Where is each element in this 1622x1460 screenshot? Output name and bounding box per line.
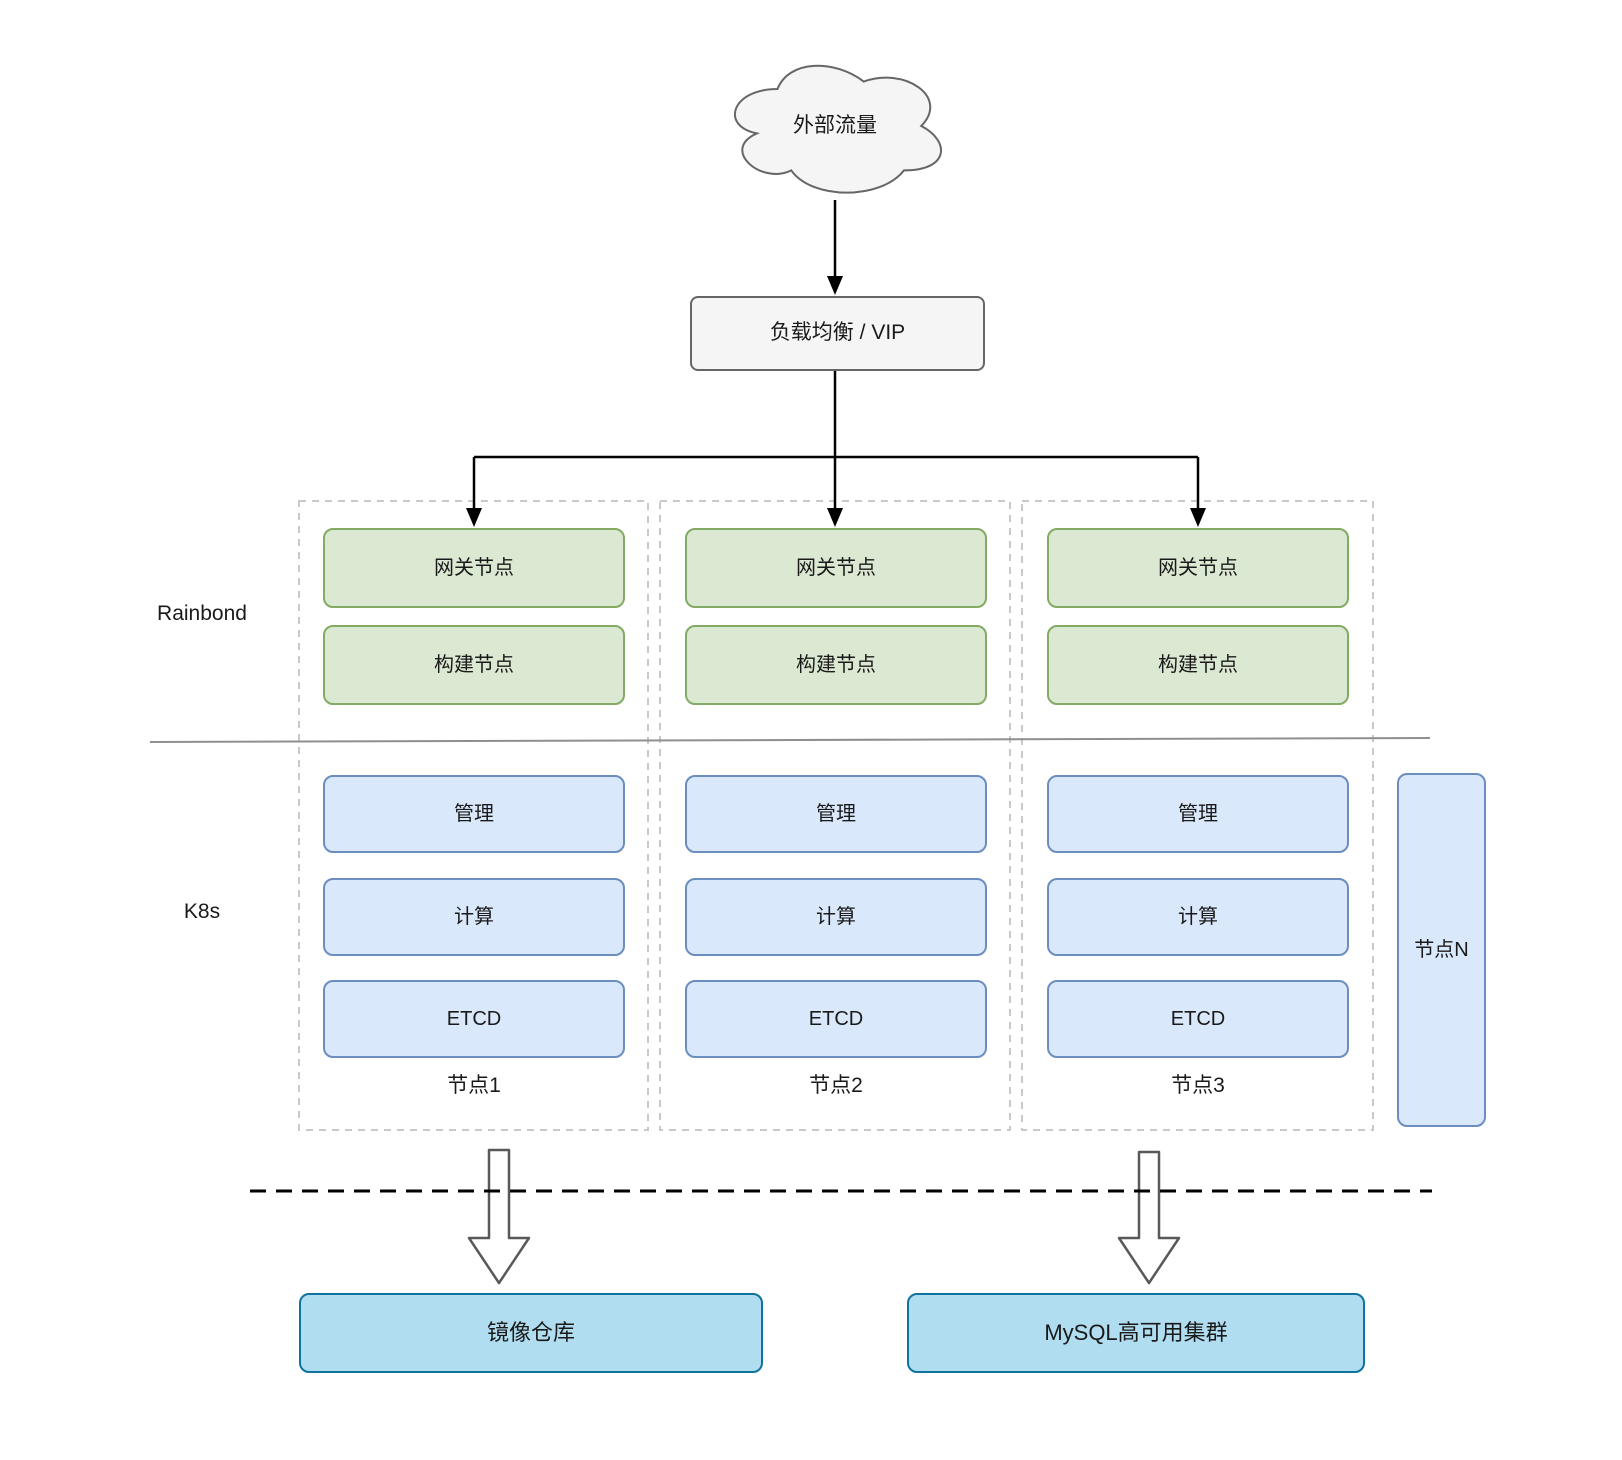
node2-title-label: 节点2: [809, 1073, 863, 1097]
load-balancer-label: 负载均衡 / VIP: [769, 321, 906, 345]
big-arrow-to-registry: [467, 1148, 531, 1285]
node1-build-label: 构建节点: [434, 653, 514, 676]
nodeN-box: 节点N: [1397, 773, 1486, 1127]
node2-gateway-label: 网关节点: [796, 556, 876, 579]
node2-manage-box: 管理: [685, 775, 987, 853]
image-registry-box: 镜像仓库: [299, 1293, 763, 1373]
connector-lines: [466, 200, 1206, 527]
node1-manage-label: 管理: [454, 802, 494, 825]
mysql-cluster-label: MySQL高可用集群: [1044, 1320, 1228, 1346]
node3-compute-box: 计算: [1047, 878, 1349, 956]
node1-gateway-box: 网关节点: [323, 528, 625, 608]
node3-gateway-box: 网关节点: [1047, 528, 1349, 608]
cloud-label: 外部流量: [793, 113, 877, 137]
node1-arrowhead: [466, 508, 482, 527]
node3-etcd-box: ETCD: [1047, 980, 1349, 1058]
node1-etcd-box: ETCD: [323, 980, 625, 1058]
node3-arrowhead: [1190, 508, 1206, 527]
node1-compute-box: 计算: [323, 878, 625, 956]
nodeN-label: 节点N: [1414, 938, 1469, 961]
node3-build-label: 构建节点: [1158, 653, 1238, 676]
node3-gateway-label: 网关节点: [1158, 556, 1238, 579]
node3-manage-label: 管理: [1178, 802, 1218, 825]
node3-build-box: 构建节点: [1047, 625, 1349, 705]
node2-arrowhead: [827, 508, 843, 527]
node2-etcd-box: ETCD: [685, 980, 987, 1058]
node2-compute-label: 计算: [816, 905, 856, 928]
node3-compute-label: 计算: [1178, 905, 1218, 928]
node2-manage-label: 管理: [816, 802, 856, 825]
node2-build-box: 构建节点: [685, 625, 987, 705]
node3-title-label: 节点3: [1171, 1073, 1225, 1097]
node1-build-box: 构建节点: [323, 625, 625, 705]
section-divider-line: [149, 737, 1431, 743]
node3-manage-box: 管理: [1047, 775, 1349, 853]
node2-gateway-box: 网关节点: [685, 528, 987, 608]
node1-compute-label: 计算: [454, 905, 494, 928]
node1-title-label: 节点1: [447, 1073, 501, 1097]
rainbond-section-label: Rainbond: [157, 601, 247, 625]
mysql-cluster-box: MySQL高可用集群: [907, 1293, 1365, 1373]
node1-gateway-label: 网关节点: [434, 556, 514, 579]
node2-build-label: 构建节点: [796, 653, 876, 676]
cloud-to-lb-arrowhead: [827, 276, 843, 295]
load-balancer-box: 负载均衡 / VIP: [690, 296, 985, 371]
k8s-section-label: K8s: [183, 899, 221, 923]
node1-manage-box: 管理: [323, 775, 625, 853]
big-arrow-to-mysql: [1117, 1150, 1181, 1285]
node2-etcd-label: ETCD: [808, 1007, 864, 1030]
node2-compute-box: 计算: [685, 878, 987, 956]
cloud-shape: [733, 64, 943, 194]
node1-etcd-label: ETCD: [446, 1007, 502, 1030]
node3-etcd-label: ETCD: [1170, 1007, 1226, 1030]
image-registry-label: 镜像仓库: [486, 1320, 575, 1346]
